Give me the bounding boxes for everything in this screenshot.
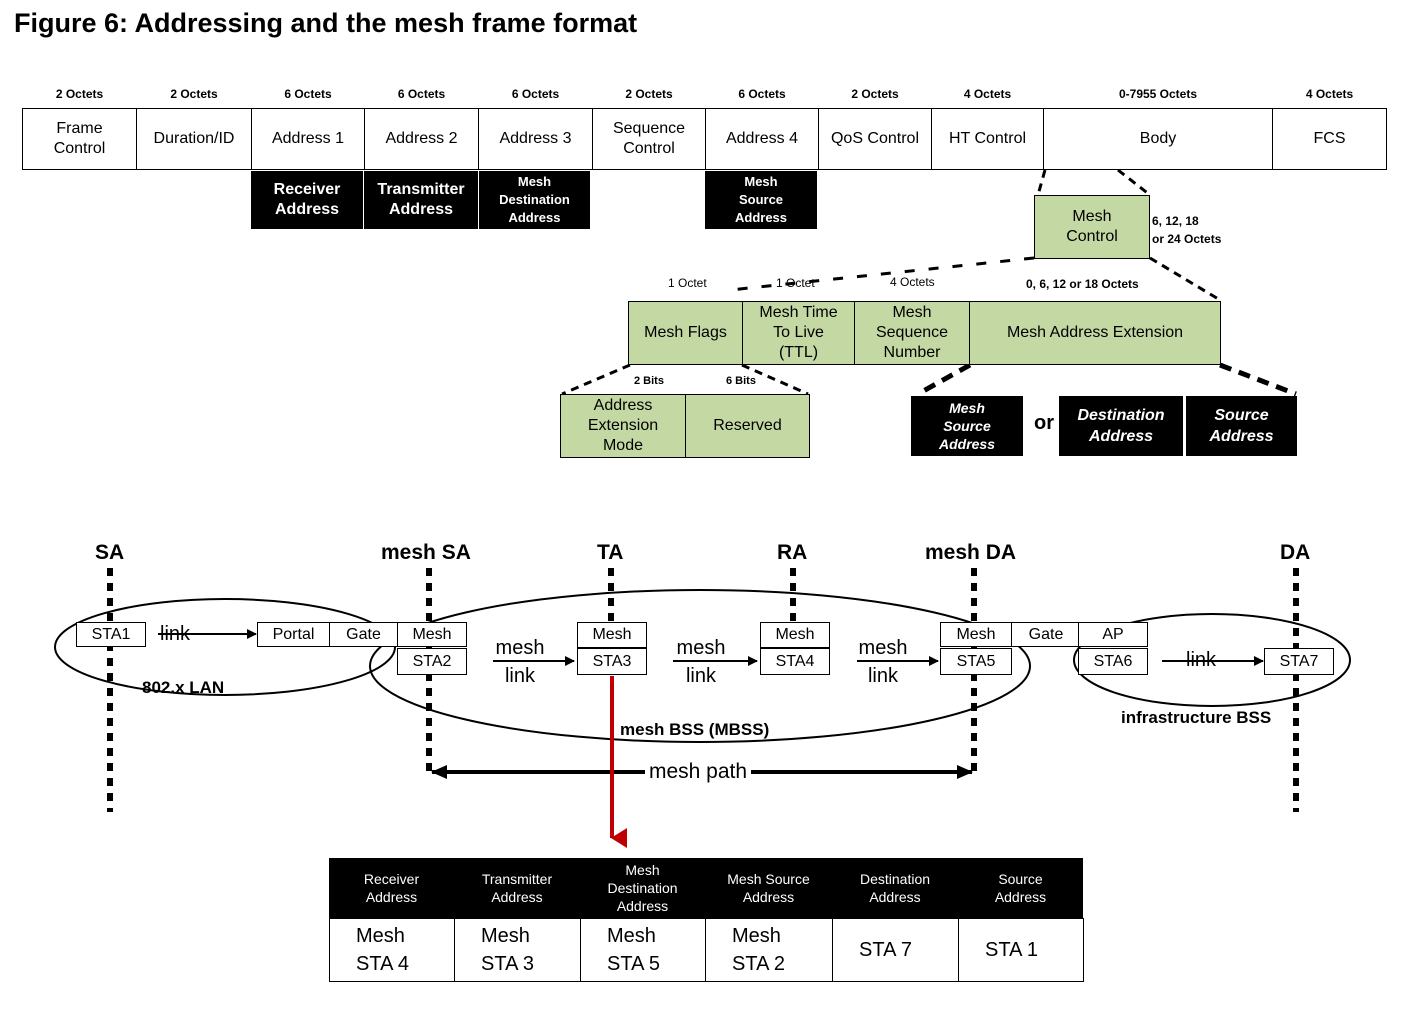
node-mesh-4: Mesh [760, 622, 830, 648]
subfield-octets-ext: 0, 6, 12 or 18 Octets [1026, 277, 1139, 291]
role-sa: SA [95, 541, 125, 564]
node-sta4: STA4 [760, 648, 830, 675]
node-sta6: STA6 [1078, 648, 1148, 675]
field-octets-2: 6 Octets [284, 87, 332, 101]
node-sta3: STA3 [577, 648, 647, 675]
frame-field-2: Address 1 [251, 108, 365, 170]
node-mesh-2: Mesh [397, 622, 467, 647]
link-label-mesh-2: mesh link [676, 637, 726, 687]
ext-source-address: Source Address [1186, 396, 1297, 456]
infra-ellipse [1073, 613, 1351, 707]
subfield-octets-flags: 1 Octet [668, 276, 707, 290]
field-octets-10: 4 Octets [1305, 87, 1354, 101]
frame-field-7: QoS Control [818, 108, 932, 170]
field-octets-7: 2 Octets [851, 87, 899, 101]
node-mesh-5: Mesh [940, 622, 1012, 647]
node-gate-1: Gate [329, 622, 398, 647]
table-header-5: Source Address [958, 858, 1084, 918]
field-octets-3: 6 Octets [397, 87, 446, 101]
bits-label-reserved: 6 Bits [726, 375, 756, 387]
node-portal: Portal [257, 622, 330, 647]
role-mesh-sa: mesh SA [381, 541, 471, 564]
node-sta5: STA5 [940, 648, 1012, 675]
ext-to-options-right [1219, 362, 1297, 397]
field-octets-5: 2 Octets [625, 87, 673, 101]
link-label-lan: link [160, 623, 191, 645]
ext-to-options-left [916, 362, 972, 397]
lan-ellipse [54, 598, 396, 696]
table-cell-1: Mesh STA 3 [454, 918, 581, 982]
ext-mesh-source-address: Mesh Source Address [911, 396, 1023, 456]
subfield-octets-seq: 4 Octets [890, 275, 935, 289]
reserved-field: Reserved [685, 394, 810, 458]
node-gate-2: Gate [1011, 622, 1081, 647]
node-sta2: STA2 [397, 648, 467, 675]
meshcontrol-to-sub-left [729, 256, 1035, 292]
role-mesh-da: mesh DA [925, 541, 1017, 564]
flags-to-bits-right [741, 363, 809, 396]
role-da: DA [1280, 541, 1311, 564]
mesh-source-address-role: Mesh Source Address [705, 171, 817, 229]
field-octets-8: 4 Octets [963, 87, 1012, 101]
frame-field-8: HT Control [931, 108, 1044, 170]
mbss-label: mesh BSS (MBSS) [620, 720, 770, 739]
table-header-4: Destination Address [832, 858, 959, 918]
figure-title: Figure 6: Addressing and the mesh frame … [14, 8, 638, 38]
body-to-meshcontrol-right [1117, 168, 1151, 197]
mesh-flags-field: Mesh Flags [628, 301, 743, 365]
frame-field-9: Body [1043, 108, 1273, 170]
transmitter-address-role: Transmitter Address [364, 171, 478, 229]
field-octets-1: 2 Octets [170, 87, 218, 101]
table-header-0: Receiver Address [329, 858, 455, 918]
table-cell-0: Mesh STA 4 [329, 918, 455, 982]
ext-destination-address: Destination Address [1059, 396, 1183, 456]
subfield-octets-ttl: 1 Octet [776, 276, 815, 290]
node-mesh-3: Mesh [577, 622, 647, 648]
address-extension-mode-field: Address Extension Mode [560, 394, 686, 458]
table-cell-5: STA 1 [958, 918, 1084, 982]
node-sta7: STA7 [1264, 648, 1334, 675]
mesh-address-extension-field: Mesh Address Extension [969, 301, 1221, 365]
or-label: or [1034, 412, 1054, 434]
link-label-mesh-3: mesh link [858, 637, 908, 687]
frame-field-1: Duration/ID [136, 108, 252, 170]
node-ap: AP [1078, 622, 1148, 647]
field-octets-9: 0-7955 Octets [1118, 87, 1198, 101]
frame-field-4: Address 3 [478, 108, 593, 170]
frame-field-3: Address 2 [364, 108, 479, 170]
role-ta: TA [597, 541, 624, 564]
frame-field-0: Frame Control [22, 108, 137, 170]
meshcontrol-to-sub-right [1149, 256, 1221, 302]
flags-to-bits-left [561, 363, 631, 396]
mesh-sequence-number-field: Mesh Sequence Number [854, 301, 970, 365]
body-to-meshcontrol-left [1036, 169, 1047, 196]
field-octets-0: 2 Octets [55, 87, 104, 101]
table-cell-2: Mesh STA 5 [580, 918, 706, 982]
receiver-address-role: Receiver Address [251, 171, 363, 229]
table-header-3: Mesh Source Address [705, 858, 833, 918]
role-ra: RA [777, 541, 808, 564]
mesh-control-size: 6, 12, 18 or 24 Octets [1152, 214, 1222, 246]
mesh-path-label: mesh path [645, 760, 752, 784]
mesh-ttl-field: Mesh Time To Live (TTL) [742, 301, 855, 365]
frame-field-10: FCS [1272, 108, 1387, 170]
link-label-mesh-1: mesh link [495, 637, 545, 687]
link-label-infra: link [1186, 649, 1217, 671]
node-sta1: STA1 [76, 622, 146, 647]
lan-label: 802.x LAN [142, 678, 225, 697]
table-cell-3: Mesh STA 2 [705, 918, 833, 982]
frame-field-5: Sequence Control [592, 108, 706, 170]
table-header-2: Mesh Destination Address [580, 858, 706, 918]
field-octets-4: 6 Octets [511, 87, 560, 101]
mesh-control-box: Mesh Control [1034, 195, 1150, 259]
table-cell-4: STA 7 [832, 918, 959, 982]
mesh-destination-address-role: Mesh Destination Address [479, 171, 590, 229]
frame-field-6: Address 4 [705, 108, 819, 170]
bits-label-aem: 2 Bits [634, 375, 664, 387]
field-octets-6: 6 Octets [738, 87, 786, 101]
mbss-ellipse [369, 589, 1031, 743]
infra-label: infrastructure BSS [1121, 708, 1272, 727]
table-header-1: Transmitter Address [454, 858, 581, 918]
